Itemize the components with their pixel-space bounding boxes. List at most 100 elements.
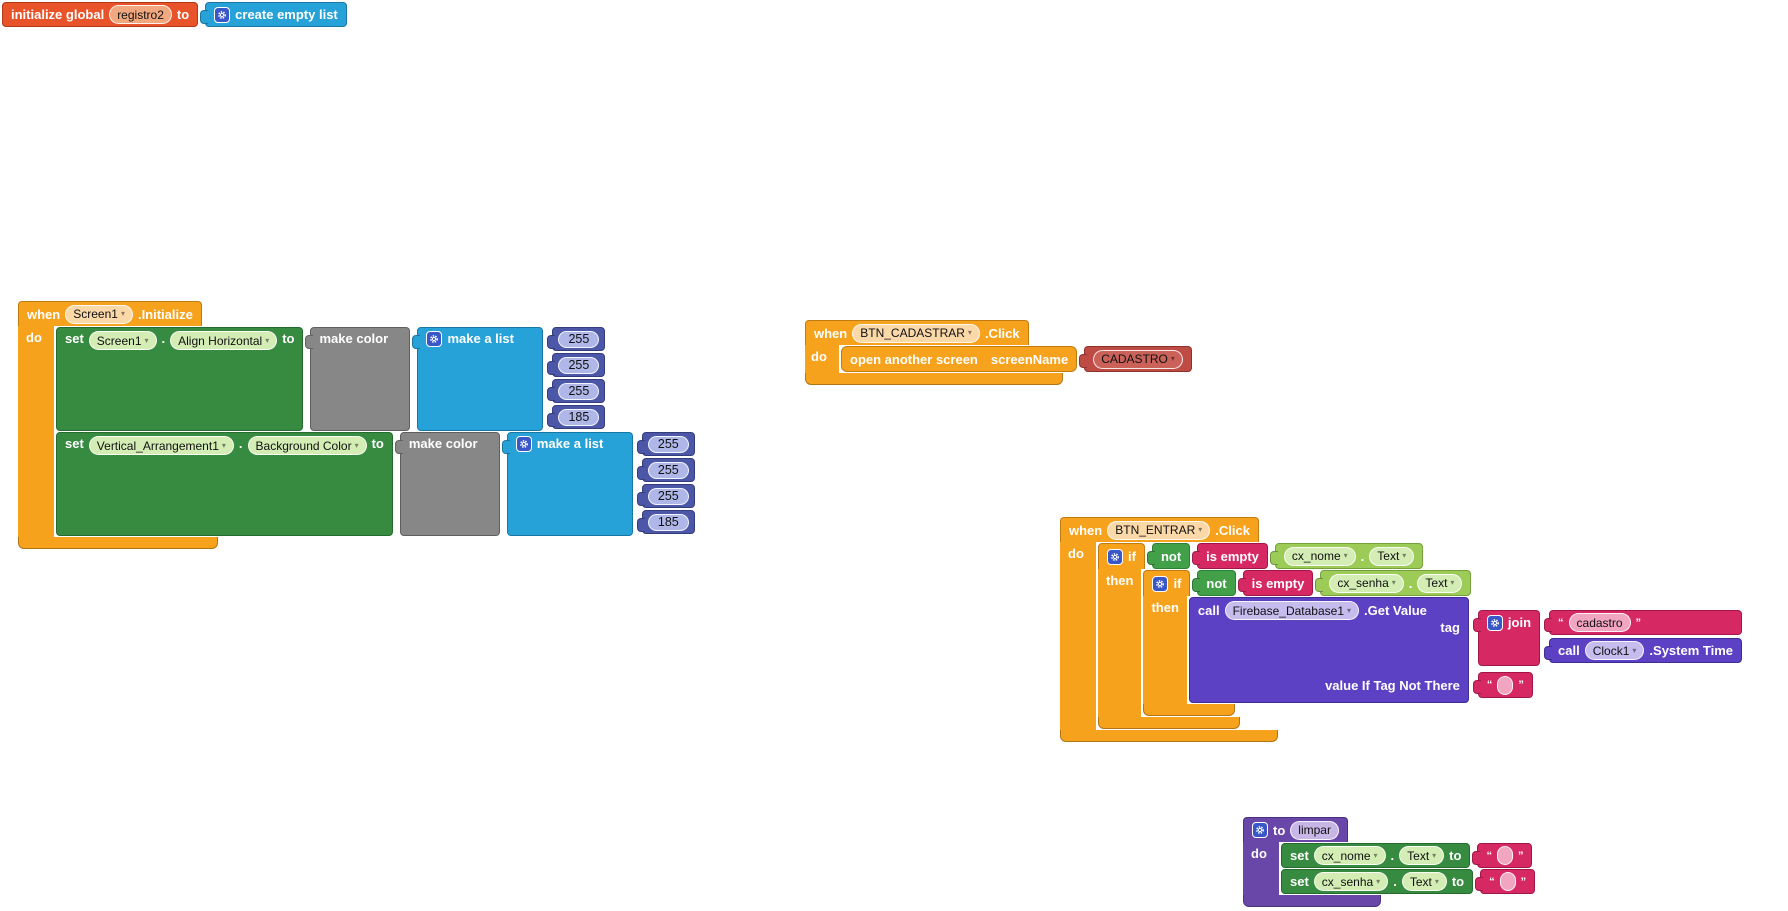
if-block-header[interactable]: if — [1143, 570, 1191, 596]
string-field[interactable] — [1496, 846, 1513, 865]
is-empty-block[interactable]: is empty — [1237, 570, 1314, 596]
number-block[interactable]: 255 — [636, 484, 695, 508]
screen-name-dropdown-block[interactable]: CADASTRO▾ — [1079, 346, 1192, 372]
gear-icon[interactable] — [214, 6, 231, 23]
procedure-block-limpar[interactable]: to limpar — [1243, 817, 1348, 842]
call-firebase-getvalue-block[interactable]: call Firebase_Database1▾ .Get Value tag … — [1188, 597, 1742, 703]
property-dropdown[interactable]: Text▾ — [1401, 872, 1447, 891]
when-screen1-initialize-block[interactable]: when Screen1▾ .Initialize — [18, 301, 202, 326]
set-property-block[interactable]: set cx_nome▾ . Text▾ to — [1281, 843, 1471, 868]
chevron-down-icon: ▾ — [120, 309, 125, 318]
component-dropdown[interactable]: cx_senha▾ — [1329, 573, 1404, 593]
string-field[interactable] — [1497, 675, 1514, 695]
component-dropdown[interactable]: cx_nome▾ — [1313, 846, 1386, 865]
gear-icon[interactable] — [515, 436, 532, 452]
open-another-screen-block[interactable]: open another screen screenName — [841, 346, 1078, 372]
block-bottom[interactable] — [1098, 717, 1240, 729]
number-field[interactable]: 255 — [558, 330, 600, 348]
dot-label: . — [1408, 575, 1413, 591]
call-clock-systemtime-block[interactable]: call Clock1▾ .System Time — [1544, 638, 1742, 663]
make-color-block[interactable]: make color — [305, 327, 411, 431]
set-property-block[interactable]: set cx_senha▾ . Text▾ to — [1281, 869, 1474, 894]
string-field[interactable] — [1499, 872, 1516, 891]
number-field[interactable]: 255 — [647, 461, 689, 479]
set-property-block[interactable]: set Screen1▾ . Align Horizontal▾ to — [56, 327, 304, 431]
dropdown-value: cx_nome — [1291, 549, 1341, 563]
block-bottom[interactable] — [805, 373, 1063, 385]
create-empty-list-block[interactable]: create empty list — [200, 2, 347, 27]
property-dropdown[interactable]: Background Color▾ — [247, 436, 367, 455]
procedure-name-field[interactable]: limpar — [1290, 820, 1339, 840]
property-dropdown[interactable]: Text▾ — [1399, 846, 1445, 865]
number-field[interactable]: 185 — [558, 408, 600, 426]
empty-string-block[interactable]: “ ” — [1475, 869, 1536, 894]
dot-label: . — [1390, 848, 1395, 863]
init-global-group: initialize global registro2 to create em… — [2, 2, 347, 27]
set-cx-senha-row: set cx_senha▾ . Text▾ to “ ” — [1281, 869, 1536, 894]
gear-icon[interactable] — [426, 331, 443, 347]
component-dropdown[interactable]: cx_nome▾ — [1283, 546, 1356, 566]
component-getter-block[interactable]: cx_senha▾ . Text▾ — [1315, 570, 1472, 596]
number-field[interactable]: 255 — [647, 487, 689, 505]
if-block-header[interactable]: if — [1098, 543, 1145, 569]
component-getter-block[interactable]: cx_nome▾ . Text▾ — [1269, 543, 1424, 569]
initialize-global-label: initialize global — [11, 7, 105, 22]
not-block[interactable]: not — [1146, 543, 1191, 569]
screen-dropdown[interactable]: CADASTRO▾ — [1093, 349, 1183, 369]
block-bottom[interactable] — [18, 537, 218, 549]
screen1-initialize-group: when Screen1▾ .Initialize do set Screen1… — [18, 301, 695, 549]
initialize-global-block[interactable]: initialize global registro2 to — [2, 2, 199, 27]
dot-label: . — [1393, 874, 1397, 889]
block-bottom[interactable] — [1143, 704, 1236, 716]
not-block[interactable]: not — [1192, 570, 1236, 596]
empty-string-block[interactable]: “ ” — [1472, 672, 1533, 698]
property-dropdown[interactable]: Text▾ — [1369, 546, 1415, 566]
gear-icon[interactable] — [1107, 548, 1123, 565]
number-field[interactable]: 255 — [647, 435, 689, 453]
component-dropdown[interactable]: BTN_ENTRAR▾ — [1107, 520, 1211, 540]
global-name-field[interactable]: registro2 — [109, 5, 172, 24]
string-field[interactable]: cadastro — [1568, 613, 1631, 632]
component-dropdown[interactable]: BTN_CADASTRAR▾ — [852, 323, 980, 343]
number-block[interactable]: 185 — [547, 405, 606, 429]
string-value: cadastro — [1576, 615, 1623, 630]
property-dropdown[interactable]: Align Horizontal▾ — [170, 331, 278, 350]
number-field[interactable]: 255 — [558, 382, 600, 400]
component-dropdown[interactable]: Firebase_Database1▾ — [1224, 601, 1360, 620]
component-dropdown[interactable]: cx_senha▾ — [1313, 872, 1389, 891]
if-label: if — [1173, 576, 1182, 591]
string-block[interactable]: “ cadastro ” — [1544, 610, 1742, 635]
is-empty-label: is empty — [1251, 575, 1305, 591]
quote-mark: ” — [1635, 616, 1642, 629]
number-block[interactable]: 255 — [547, 379, 606, 403]
make-a-list-block[interactable]: make a list — [412, 327, 544, 431]
number-block[interactable]: 255 — [636, 458, 695, 482]
when-btn-cadastrar-click-block[interactable]: when BTN_CADASTRAR▾ .Click — [805, 320, 1029, 345]
number-block[interactable]: 255 — [547, 327, 606, 351]
property-dropdown[interactable]: Text▾ — [1417, 573, 1463, 593]
set-property-block[interactable]: set Vertical_Arrangement1▾ . Background … — [56, 432, 393, 536]
gear-icon[interactable] — [1252, 822, 1268, 838]
component-dropdown[interactable]: Screen1▾ — [88, 331, 157, 350]
make-a-list-block[interactable]: make a list — [501, 432, 633, 536]
procedure-name-value: limpar — [1298, 823, 1331, 837]
when-btn-entrar-click-block[interactable]: when BTN_ENTRAR▾ .Click — [1060, 517, 1259, 542]
component-dropdown[interactable]: Vertical_Arrangement1▾ — [88, 436, 234, 455]
number-block[interactable]: 255 — [547, 353, 606, 377]
is-empty-block[interactable]: is empty — [1192, 543, 1268, 569]
number-block[interactable]: 255 — [636, 432, 695, 456]
chevron-down-icon: ▾ — [1402, 551, 1407, 560]
component-dropdown[interactable]: Screen1▾ — [65, 304, 133, 324]
join-block[interactable]: join — [1472, 610, 1541, 666]
gear-icon[interactable] — [1486, 615, 1503, 631]
make-color-block[interactable]: make color — [394, 432, 500, 536]
gear-icon[interactable] — [1152, 575, 1169, 592]
number-field[interactable]: 185 — [647, 513, 689, 531]
number-block[interactable]: 185 — [636, 510, 695, 534]
quote-mark: ” — [1518, 679, 1524, 691]
number-field[interactable]: 255 — [558, 356, 600, 374]
component-dropdown[interactable]: Clock1▾ — [1584, 641, 1645, 660]
block-bottom[interactable] — [1243, 895, 1381, 907]
empty-string-block[interactable]: “ ” — [1472, 843, 1533, 868]
block-bottom[interactable] — [1060, 730, 1278, 742]
